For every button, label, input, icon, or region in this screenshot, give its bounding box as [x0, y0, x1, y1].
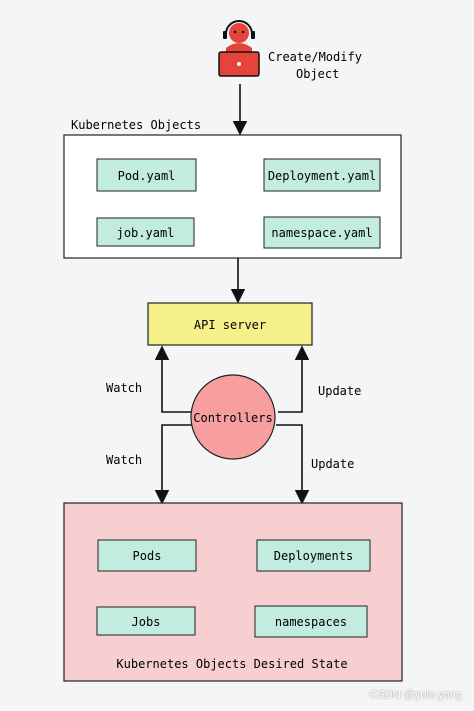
kubernetes-objects-title: Kubernetes Objects: [71, 118, 201, 132]
file-label: job.yaml: [117, 226, 175, 240]
user-laptop-icon: [218, 20, 260, 77]
controllers-label: Controllers: [193, 411, 272, 425]
desired-item-namespaces: namespaces: [254, 605, 368, 638]
desired-item-jobs: Jobs: [96, 606, 196, 636]
watermark: CSDN @yule.yang: [369, 689, 462, 701]
desired-item-deployments: Deployments: [256, 539, 371, 572]
file-label: namespace.yaml: [271, 226, 372, 240]
controllers-node: Controllers: [190, 374, 276, 460]
file-box-deployment: Deployment.yaml: [263, 158, 381, 192]
arrow-update-desired: [276, 424, 310, 505]
actor-label-line2: Object: [296, 67, 339, 81]
desired-state-container: [63, 502, 403, 682]
arrow-watch-desired: [154, 424, 194, 505]
file-box-namespace: namespace.yaml: [263, 216, 381, 249]
file-box-pod: Pod.yaml: [96, 158, 197, 192]
desired-state-title: Kubernetes Objects Desired State: [116, 657, 347, 671]
edge-label-watch-bottom: Watch: [106, 453, 142, 467]
edge-label-update-bottom: Update: [311, 457, 354, 471]
desired-item-label: Deployments: [274, 549, 353, 563]
desired-item-label: Jobs: [132, 615, 161, 629]
edge-label-update-top: Update: [318, 384, 361, 398]
arrow-update-api: [278, 345, 310, 413]
edge-label-watch-top: Watch: [106, 381, 142, 395]
actor-label-line1: Create/Modify: [268, 50, 362, 64]
desired-item-label: Pods: [133, 549, 162, 563]
api-server-box: API server: [147, 302, 313, 346]
desired-item-label: namespaces: [275, 615, 347, 629]
file-label: Pod.yaml: [118, 169, 176, 183]
file-box-job: job.yaml: [96, 217, 195, 247]
api-server-label: API server: [194, 318, 266, 332]
arrow-watch-api: [154, 345, 192, 413]
file-label: Deployment.yaml: [268, 169, 376, 183]
desired-item-pods: Pods: [97, 539, 197, 572]
